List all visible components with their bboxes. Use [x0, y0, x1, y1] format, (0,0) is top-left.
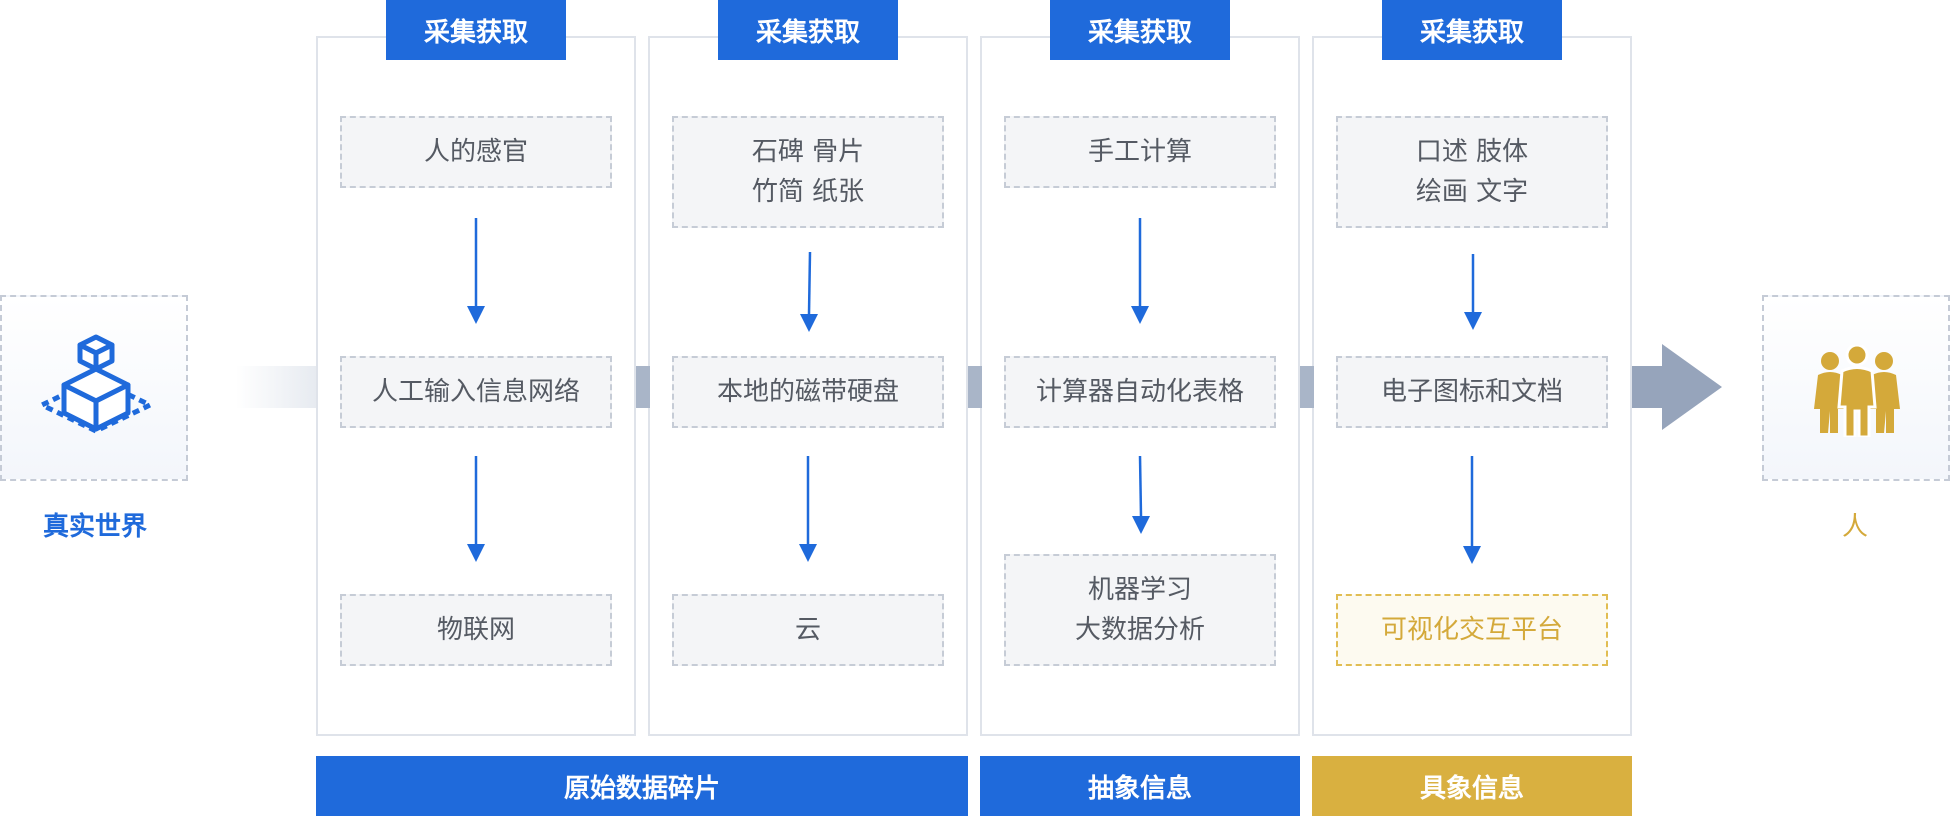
- column-bridge: [968, 366, 982, 408]
- output-arrow: [1632, 344, 1722, 430]
- category-raw-data: 原始数据碎片: [316, 756, 968, 816]
- flow-arrow-head: [467, 544, 485, 562]
- flow-node: 电子图标和文档: [1336, 356, 1608, 428]
- flow-arrow-head: [1464, 312, 1482, 330]
- flow-arrow-head: [467, 306, 485, 324]
- flow-node: 计算器自动化表格: [1004, 356, 1276, 428]
- people-group-icon: [1814, 345, 1900, 437]
- flow-node-highlight: 可视化交互平台: [1336, 594, 1608, 666]
- column-2-header: 采集获取: [718, 0, 898, 60]
- people-box: [1762, 295, 1950, 481]
- flow-arrow: [1138, 455, 1143, 517]
- category-concrete-info: 具象信息: [1312, 756, 1632, 816]
- flow-node: 人的感官: [340, 116, 612, 188]
- flow-node: 云: [672, 594, 944, 666]
- column-3-header: 采集获取: [1050, 0, 1230, 60]
- flow-arrow-head: [1132, 516, 1150, 534]
- flow-arrow-head: [1463, 546, 1481, 564]
- flow-node: 石碑 骨片 竹简 纸张: [672, 116, 944, 228]
- people-label: 人: [1841, 512, 1868, 542]
- flow-node: 机器学习 大数据分析: [1004, 554, 1276, 666]
- flow-arrow-head: [799, 544, 817, 562]
- flow-node: 人工输入信息网络: [340, 356, 612, 428]
- flow-node: 手工计算: [1004, 116, 1276, 188]
- column-4-header: 采集获取: [1382, 0, 1562, 60]
- category-abstract-info: 抽象信息: [980, 756, 1300, 816]
- real-world-box: [0, 295, 188, 481]
- flow-arrow-head: [1131, 306, 1149, 324]
- column-bridge: [636, 366, 650, 408]
- flow-node: 物联网: [340, 594, 612, 666]
- column-1-header: 采集获取: [386, 0, 566, 60]
- cube-icon: [38, 334, 154, 434]
- flow-arrow-head: [800, 314, 818, 332]
- input-connector: [236, 366, 318, 408]
- real-world-label: 真实世界: [42, 512, 147, 542]
- column-bridge: [1300, 366, 1314, 408]
- flow-arrow: [807, 251, 812, 315]
- flow-node: 口述 肢体 绘画 文字: [1336, 116, 1608, 228]
- flow-node: 本地的磁带硬盘: [672, 356, 944, 428]
